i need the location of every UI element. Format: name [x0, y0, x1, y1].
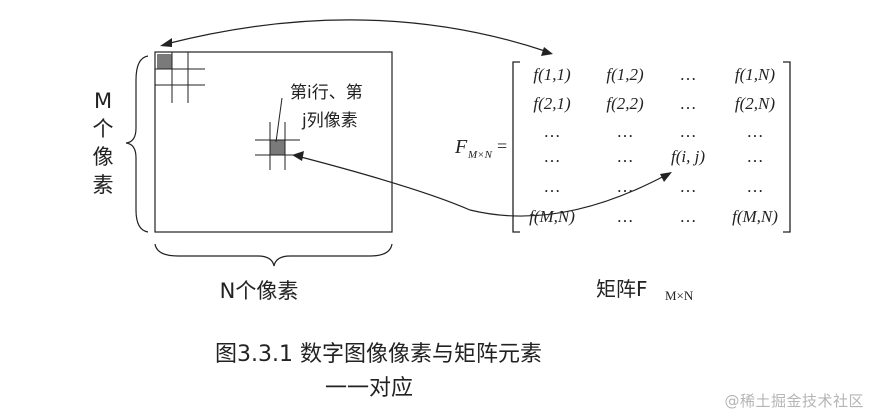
- matrix-cell: …: [680, 207, 697, 226]
- m-side-label: M 个 像 素: [93, 89, 114, 197]
- m-side-char: 像: [93, 145, 114, 169]
- matrix-cell: f(1,2): [606, 65, 644, 84]
- matrix-cell: …: [617, 147, 634, 166]
- m-side-char: M: [94, 89, 112, 113]
- top-left-grid: [155, 52, 205, 103]
- m-side-char: 素: [93, 173, 114, 197]
- matrix-cell: f(1,N): [735, 65, 775, 84]
- matrix-cell: …: [680, 177, 697, 196]
- matrix-cell: …: [617, 177, 634, 196]
- matrix-cell: …: [680, 65, 697, 84]
- image-frame: [154, 51, 393, 233]
- matrix-cell: f(1,1): [533, 65, 571, 84]
- matrix-cell: f(M,N): [732, 207, 778, 226]
- matrix-cell: …: [680, 122, 697, 141]
- target-pixel: [270, 140, 285, 155]
- matrix-cell: f(M,N): [529, 207, 575, 226]
- m-side-char: 个: [93, 117, 114, 141]
- matrix-cell: …: [617, 122, 634, 141]
- matrix-cell: f(2,2): [606, 94, 644, 113]
- top-link-arrowhead-left: [160, 38, 172, 47]
- matrix-cell: …: [747, 177, 764, 196]
- matrix-cell: f(2,N): [735, 94, 775, 113]
- matrix-caption-sub: M×N: [665, 288, 694, 303]
- top-link-arrowhead-right: [541, 47, 553, 56]
- matrix-cell: f(i, j): [671, 147, 705, 166]
- matrix-caption-main: 矩阵F: [596, 277, 648, 301]
- matrix-lhs-eq: =: [497, 136, 507, 156]
- top-left-pixel: [157, 54, 172, 69]
- figure-caption-line1: 图3.3.1 数字图像像素与矩阵元素: [215, 342, 542, 367]
- matrix-lhs-sub: M×N: [467, 149, 493, 161]
- n-bottom-label: N个像素: [220, 279, 299, 303]
- pixel-callout-line1: 第i行、第: [290, 83, 363, 103]
- top-link-arrow: [165, 19, 549, 53]
- matrix-cell: …: [747, 122, 764, 141]
- m-brace: [125, 55, 149, 233]
- matrix-cell: …: [680, 94, 697, 113]
- matrix-brackets: [512, 61, 791, 233]
- watermark: @稀土掘金技术社区: [724, 392, 864, 410]
- matrix-cell: …: [747, 147, 764, 166]
- matrix-lhs-main: F: [454, 136, 468, 158]
- matrix-cells: f(1,1) f(1,2) … f(1,N) f(2,1) f(2,2) … f(2,N) … ……: [529, 65, 778, 226]
- pixel-link-arrowhead-left: [292, 151, 304, 161]
- figure-caption-line2: 一一对应: [325, 376, 413, 401]
- matrix-cell: …: [544, 177, 561, 196]
- pixel-link-arrow: [296, 155, 669, 217]
- callout-pointer: [275, 97, 283, 143]
- matrix-cell: …: [544, 122, 561, 141]
- matrix-cell: …: [617, 207, 634, 226]
- pixel-link-arrowhead-right: [660, 172, 672, 182]
- matrix-cell: …: [544, 147, 561, 166]
- n-brace: [154, 243, 393, 267]
- target-pixel-grid: [255, 122, 300, 170]
- matrix-cell: f(2,1): [533, 94, 571, 113]
- pixel-callout-line2: j列像素: [301, 111, 358, 131]
